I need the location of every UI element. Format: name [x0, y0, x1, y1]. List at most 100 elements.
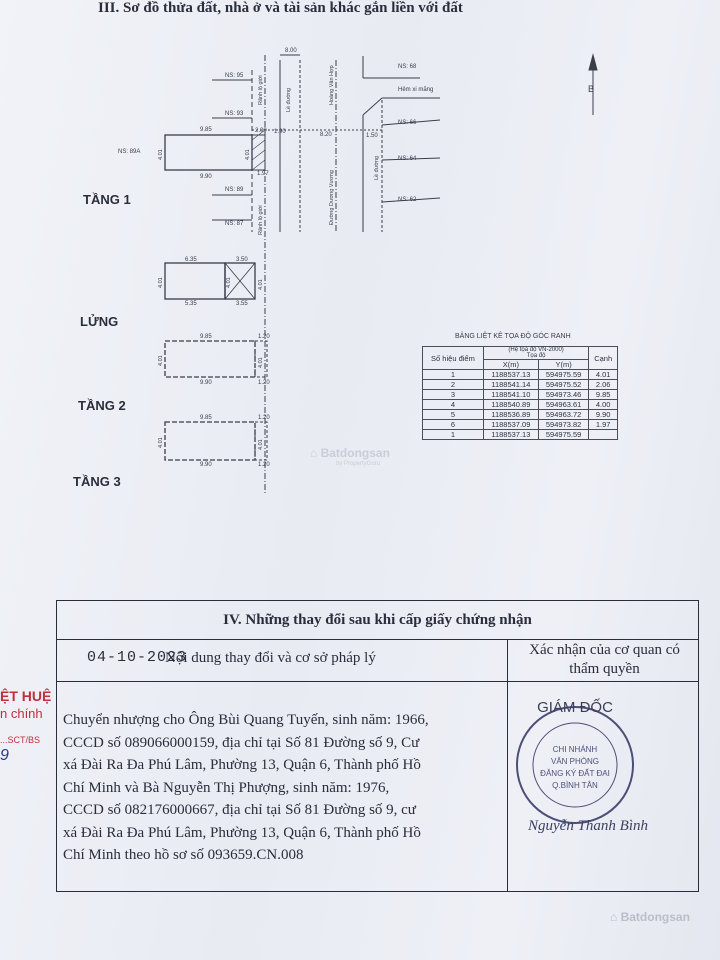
- section-4-header-row: [57, 639, 698, 682]
- label-d401-t1r: 4.01: [245, 149, 251, 160]
- side-stamp-line2: n chính: [0, 706, 43, 721]
- stamp-title: GIÁM ĐỐC: [537, 698, 613, 716]
- side-stamp-line1: ỆT HUỆ: [0, 688, 52, 704]
- content-line: Chuyển nhượng cho Ông Bùi Quang Tuyến, s…: [63, 712, 429, 728]
- label-ns89a: NS: 89A: [118, 149, 140, 155]
- content-column-header: Nội dung thay đổi và cơ sở pháp lý: [165, 650, 376, 666]
- label-d120-t3a: 1.20: [258, 415, 270, 421]
- coord-cell-y: 594975.59: [537, 369, 590, 380]
- coord-table: Số hiệu điểm (Hệ tọa độ VN-2000)Tọa độ C…: [422, 346, 618, 492]
- coord-cell-y: 594963.72: [537, 409, 590, 420]
- content-line: Chí Minh theo hồ sơ số 093659.CN.008: [63, 847, 304, 863]
- section-3-title: III. Sơ đồ thửa đất, nhà ở và tài sản kh…: [98, 0, 463, 16]
- coord-cell-p: 1: [422, 369, 484, 380]
- label-ns68: NS: 68: [398, 64, 417, 70]
- label-d401-t1: 4.01: [158, 149, 164, 160]
- confirm-column-header: Xác nhận của cơ quan có thẩm quyền: [529, 642, 680, 677]
- coord-cell-y: 594975.52: [537, 379, 590, 390]
- coord-cell-x: 1188541.10: [482, 389, 539, 400]
- label-d635: 6.35: [185, 257, 197, 263]
- label-d200: 2.00: [255, 128, 267, 134]
- coord-cell-y: 594975.59: [537, 429, 590, 440]
- label-d401-t3r: 4.01: [258, 439, 264, 450]
- label-d985-t1: 9.85: [200, 127, 212, 133]
- coord-cell-p: 4: [422, 399, 484, 410]
- label-d120-t2a: 1.20: [258, 334, 270, 340]
- label-ns95: NS: 95: [225, 73, 244, 79]
- col-y-header: Y(m): [537, 359, 590, 370]
- side-stamp: ỆT HUỆ n chính ...SCT/BS 9: [0, 688, 51, 765]
- change-date: 04-10-2023: [87, 649, 188, 666]
- label-d355: 3.55: [236, 301, 248, 307]
- label-duong: Đường Dương Vương: [329, 170, 335, 225]
- official-seal: GIÁM ĐỐC CHI NHÁNH VĂN PHÒNG ĐĂNG KÝ ĐẤT…: [516, 698, 634, 824]
- label-d820: 8.20: [320, 132, 332, 138]
- section-4-box: IV. Những thay đổi sau khi cấp giấy chứn…: [56, 600, 699, 892]
- label-d401-t2: 4.01: [158, 355, 164, 366]
- label-d120-t3b: 1.20: [258, 462, 270, 468]
- col-point-header: Số hiệu điểm: [422, 346, 484, 370]
- coord-cell-x: 1188536.89: [482, 409, 539, 420]
- label-kenh2: Rãnh lộ giới: [258, 205, 264, 235]
- coord-cell-e: [588, 429, 618, 440]
- stamp-line-2: VĂN PHÒNG: [551, 757, 599, 766]
- coord-cell-y: 594973.82: [537, 419, 590, 430]
- label-ns93: NS: 93: [225, 111, 244, 117]
- content-line: CCCD số 082176000667, địa chỉ tại Số 81 …: [63, 802, 416, 818]
- label-d985-t3: 9.85: [200, 415, 212, 421]
- coord-cell-e: 9.85: [588, 389, 618, 400]
- col-edge-header: Cạnh: [588, 346, 618, 370]
- label-d401-lung: 4.01: [158, 277, 164, 288]
- label-d350: 3.50: [236, 257, 248, 263]
- house-icon: ⌂: [610, 910, 618, 924]
- coord-cell-e: 1.97: [588, 419, 618, 430]
- coord-cell-e: 4.00: [588, 399, 618, 410]
- label-street: Hoàng Văn Hợp: [329, 65, 335, 105]
- column-divider: [507, 639, 508, 891]
- coord-cell-p: 3: [422, 389, 484, 400]
- coord-cell-e: 4.01: [588, 369, 618, 380]
- floor-label-tang2: TẦNG 2: [78, 398, 126, 413]
- content-line: CCCD số 089066000159, địa chỉ tại Số 81 …: [63, 734, 420, 751]
- coord-cell-e: 2.06: [588, 379, 618, 390]
- label-ns62: NS: 62: [398, 197, 417, 203]
- content-line: xá Đài Ra Đa Phú Lâm, Phường 13, Quận 6,…: [63, 757, 421, 773]
- coord-cell-x: 1188541.14: [482, 379, 539, 390]
- floor-label-tang1: TẦNG 1: [83, 192, 131, 207]
- coord-cell-y: 594963.61: [537, 399, 590, 410]
- label-d401-lungr: 4.01: [258, 279, 264, 290]
- stamp-line-3: ĐĂNG KÝ ĐẤT ĐAI: [540, 768, 610, 778]
- label-ns87: NS: 87: [225, 221, 244, 227]
- coord-cell-p: 6: [422, 419, 484, 430]
- col-coord-header: Tọa độ: [526, 353, 546, 359]
- side-stamp-line3: ...SCT/BS: [0, 735, 41, 745]
- north-label: B: [588, 84, 594, 94]
- label-d190: 1.90: [274, 129, 286, 135]
- label-ns66: NS: 66: [398, 120, 417, 126]
- coord-system-note: (Hệ tọa độ VN-2000): [508, 347, 564, 353]
- side-stamp-line4: 9: [0, 747, 9, 764]
- label-d401-t3: 4.01: [158, 437, 164, 448]
- stamp-line-1: CHI NHÁNH: [553, 745, 598, 754]
- label-d120-t2b: 1.20: [258, 380, 270, 386]
- watermark-corner: ⌂ Batdongsan: [610, 910, 690, 924]
- coord-cell-x: 1188540.89: [482, 399, 539, 410]
- label-road: Lề đường: [286, 88, 292, 112]
- section-4-title: IV. Những thay đổi sau khi cấp giấy chứn…: [57, 601, 698, 640]
- watermark-corner-text: Batdongsan: [620, 910, 690, 924]
- label-d800: 8.00: [285, 48, 297, 54]
- change-content: Chuyển nhượng cho Ông Bùi Quang Tuyến, s…: [63, 709, 503, 867]
- label-d150: 1.50: [366, 133, 378, 139]
- house-icon: ⌂: [310, 446, 318, 460]
- label-d401-lungm: 4.01: [226, 277, 232, 288]
- label-d535: 5.35: [185, 301, 197, 307]
- floor-label-lung: LỬNG: [80, 314, 118, 329]
- coord-cell-y: 594973.46: [537, 389, 590, 400]
- coord-cell-p: 5: [422, 409, 484, 420]
